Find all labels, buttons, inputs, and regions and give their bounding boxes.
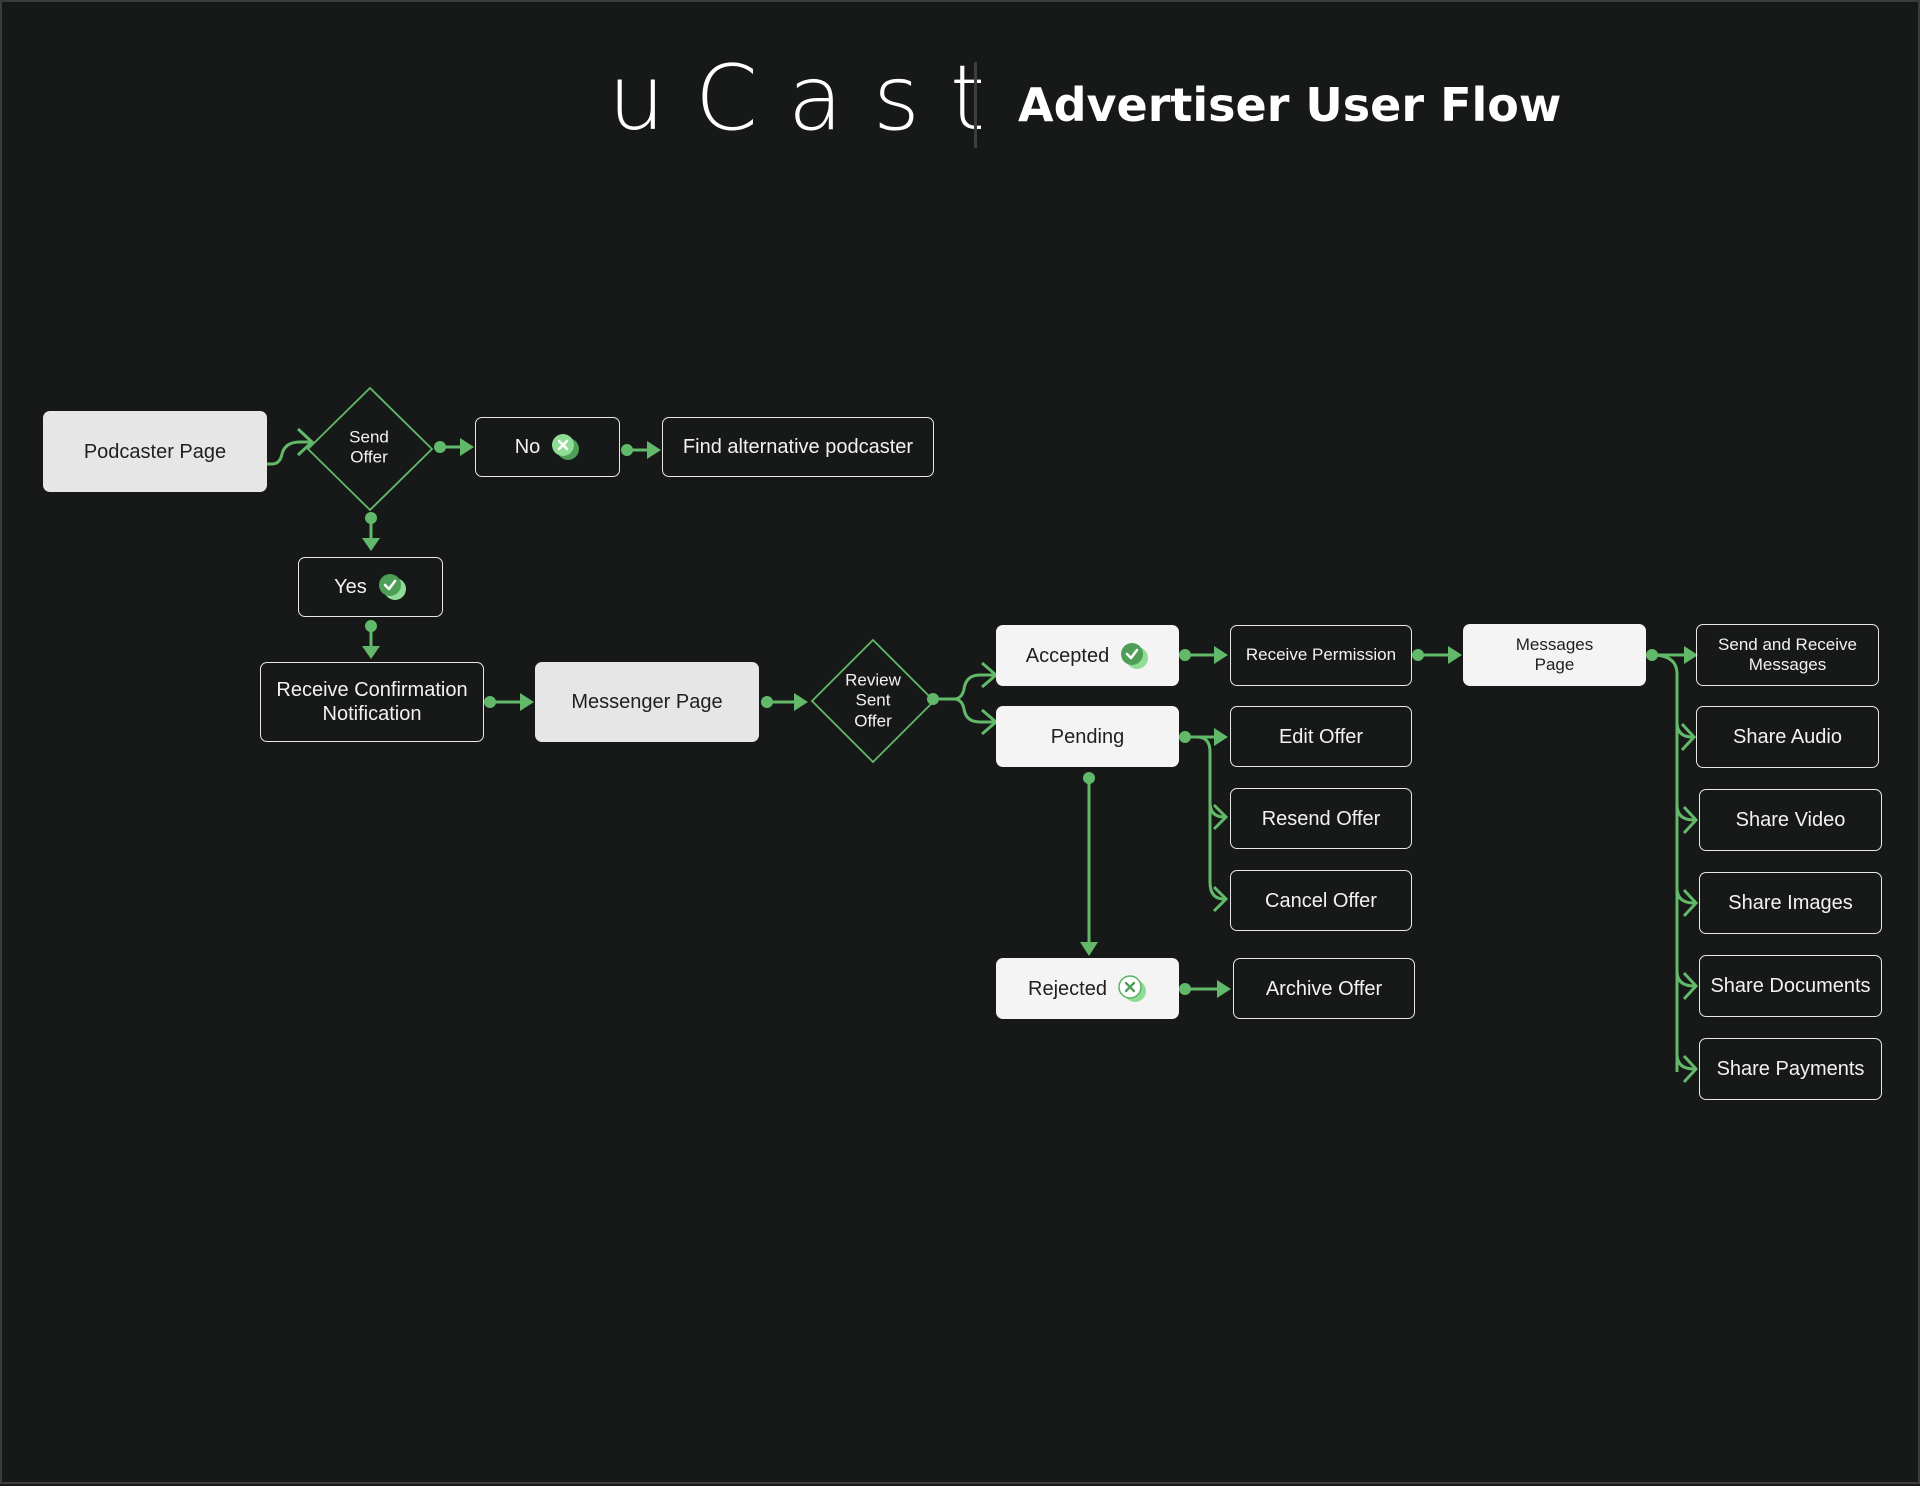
connector-dot [365,620,377,632]
send-offer-decision-label: Send Offer [349,427,389,467]
arrowhead-review-in [794,693,808,711]
arrowhead-rejected-in [1080,942,1098,956]
podcaster-page-node[interactable]: Podcaster Page [43,411,267,492]
rejected-node[interactable]: Rejected [996,958,1179,1019]
messages-page-node[interactable]: Messages Page [1463,624,1646,686]
arrowhead-cancel-in [1212,885,1229,913]
connector-dot [1646,649,1658,661]
arrowhead-no-in [460,438,474,456]
resend-offer-node[interactable]: Resend Offer [1230,788,1412,849]
node-label: Accepted [1025,644,1110,667]
connector-dot [484,696,496,708]
send-offer-diamond [306,386,434,512]
connector-dot [1412,649,1424,661]
receive-confirmation-node[interactable]: Receive Confirmation Notification [260,662,484,742]
review-offer-diamond [810,638,936,764]
arrowhead-messenger-in [520,693,534,711]
node-label: Messages Page [1515,634,1594,674]
connector-dot [621,444,633,456]
node-label: Share Images [1728,892,1853,914]
node-label: Archive Offer [1265,977,1383,1000]
archive-offer-node[interactable]: Archive Offer [1233,958,1415,1019]
accepted-node[interactable]: Accepted [996,625,1179,686]
node-label: No [514,436,541,458]
share-audio-node[interactable]: Share Audio [1696,706,1879,768]
share-video-node[interactable]: Share Video [1699,789,1882,851]
arrowhead-yes-in [362,538,380,551]
node-label: Send and Receive Messages [1718,634,1857,674]
receive-permission-node[interactable]: Receive Permission [1230,625,1412,686]
node-label: Yes [334,576,367,598]
node-label: Share Documents [1710,975,1871,997]
connector-messages-branch [1651,653,1679,1072]
arrowhead-resend-in [1212,803,1229,831]
share-documents-node[interactable]: Share Documents [1699,955,1882,1017]
arrowhead-permission-in [1214,646,1228,664]
connector-dot [1179,983,1191,995]
branch-share-payments [1675,1053,1695,1071]
arrowhead-edit-in [1214,728,1228,746]
node-label: Rejected [1028,977,1107,1000]
arrowhead-share-documents-in [1682,971,1699,1001]
check-circle-icon [1119,641,1149,671]
header-divider [974,62,977,148]
arrowhead-confirmation-in [362,646,380,659]
x-circle-icon [1117,974,1147,1004]
branch-share-documents [1675,970,1695,988]
messenger-page-node[interactable]: Messenger Page [535,662,759,742]
node-label: Edit Offer [1278,725,1364,748]
edit-offer-node[interactable]: Edit Offer [1230,706,1412,767]
connector-dot [761,696,773,708]
connector-review-to-accepted [933,673,994,701]
send-receive-messages-node[interactable]: Send and Receive Messages [1696,624,1879,686]
connector-dot [1179,649,1191,661]
branch-share-audio [1675,721,1693,739]
share-images-node[interactable]: Share Images [1699,872,1882,934]
arrowhead-send-offer-in [296,427,315,457]
connector-dot [1083,772,1095,784]
connector-dot [365,512,377,524]
connector-pending-to-resend [1208,801,1225,819]
find-alternative-node[interactable]: Find alternative podcaster [662,417,934,477]
x-circle-icon [550,432,580,462]
branch-share-images [1675,887,1695,905]
review-sent-offer-decision-label: Review Sent Offer [845,670,901,731]
page-title: Advertiser User Flow [1018,78,1562,132]
arrowhead-share-payments-in [1682,1054,1699,1084]
share-payments-node[interactable]: Share Payments [1699,1038,1882,1100]
connector-dot [1179,731,1191,743]
node-label: Share Audio [1733,726,1842,748]
cancel-offer-node[interactable]: Cancel Offer [1230,870,1412,931]
check-circle-icon [377,572,407,602]
arrowhead-archive-in [1217,980,1231,998]
node-label: Share Payments [1716,1058,1865,1080]
ucast-logo: uCast [608,46,1016,151]
node-label: Podcaster Page [83,440,227,463]
connector-dot [434,441,446,453]
connector-review-to-pending [933,697,994,724]
arrowhead-share-video-in [1682,805,1699,835]
branch-share-video [1675,804,1695,822]
connector-pending-branch [1196,735,1225,901]
arrowhead-find-in [647,441,661,459]
no-node[interactable]: No [475,417,620,477]
arrowhead-share-audio-in [1680,722,1697,752]
yes-node[interactable]: Yes [298,557,443,617]
arrowhead-send-receive-in [1684,646,1698,664]
arrowhead-share-images-in [1682,888,1699,918]
node-label: Pending [1050,725,1125,748]
node-label: Receive Confirmation Notification [276,679,468,725]
node-label: Receive Permission [1245,645,1397,665]
pending-node[interactable]: Pending [996,706,1179,767]
node-label: Resend Offer [1261,807,1381,830]
node-label: Find alternative podcaster [682,436,914,458]
connector-podcaster-to-send-offer [247,440,310,466]
node-label: Messenger Page [571,691,723,713]
node-label: Share Video [1735,809,1846,831]
arrowhead-messages-in [1448,646,1462,664]
node-label: Cancel Offer [1265,889,1377,912]
